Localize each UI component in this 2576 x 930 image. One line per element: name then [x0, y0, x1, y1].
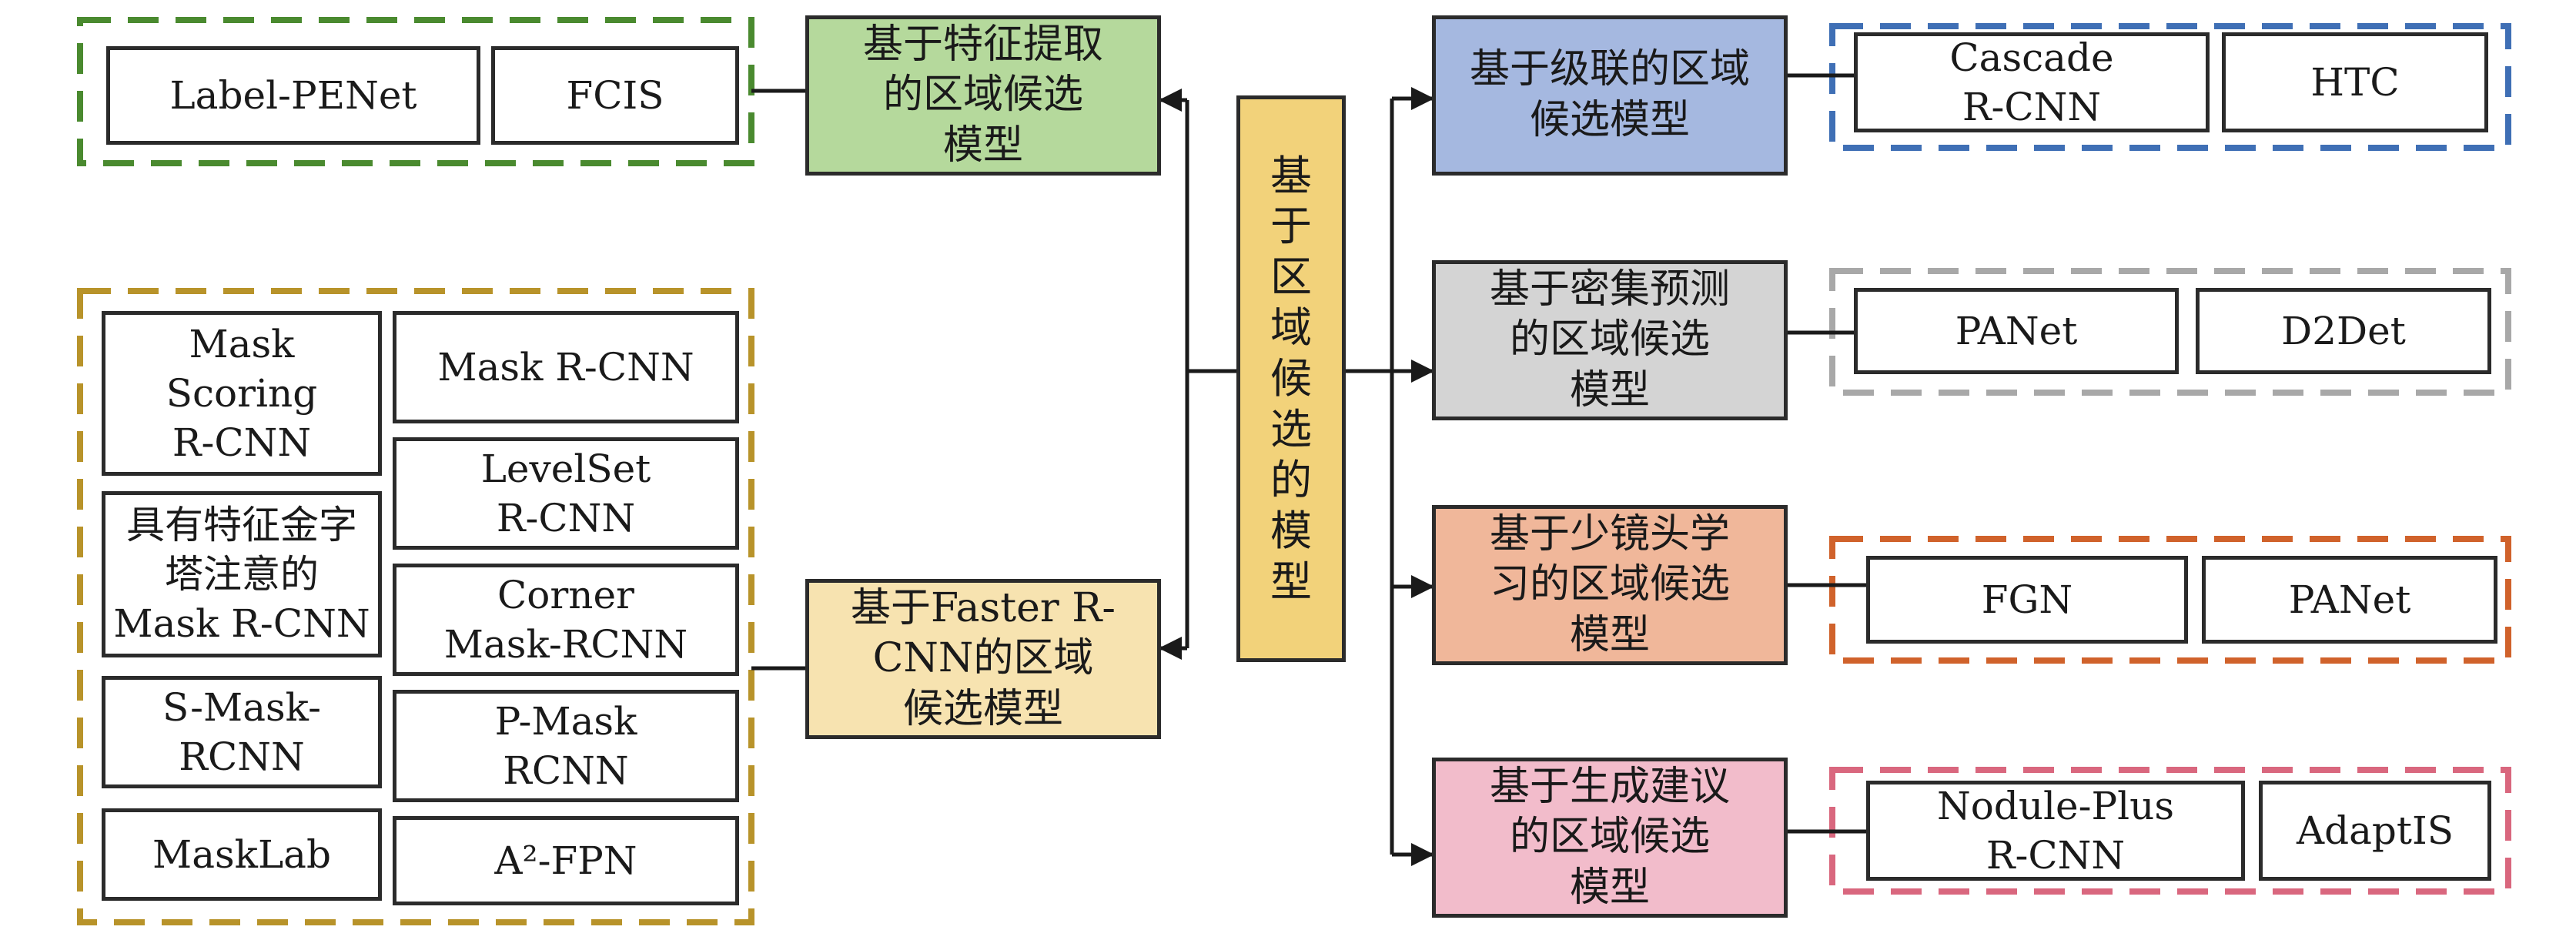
- model-cascade-rcnn: Cascade R-CNN: [1854, 32, 2210, 132]
- model-fgn: FGN: [1866, 556, 2188, 644]
- model-panet-fewshot: PANet: [2202, 556, 2497, 644]
- category-few-shot: 基于少镜头学 习的区域候选 模型: [1432, 505, 1788, 665]
- model-d2det: D2Det: [2196, 288, 2491, 374]
- model-mask-rcnn: Mask R-CNN: [393, 311, 739, 423]
- model-label-penet: Label-PENet: [106, 46, 480, 145]
- model-a2-fpn: A²-FPN: [393, 816, 739, 905]
- category-dense-prediction: 基于密集预测 的区域候选 模型: [1432, 260, 1788, 420]
- model-p-mask-rcnn: P-Mask RCNN: [393, 690, 739, 802]
- category-feature-extraction: 基于特征提取 的区域候选 模型: [805, 15, 1161, 176]
- center-node: 基 于 区 域 候 选 的 模 型: [1236, 95, 1346, 662]
- category-faster-rcnn: 基于Faster R- CNN的区域 候选模型: [805, 579, 1161, 739]
- faster-rcnn-group-box: [77, 288, 754, 925]
- model-fcis: FCIS: [491, 46, 739, 145]
- model-s-mask-rcnn: S-Mask- RCNN: [102, 676, 382, 788]
- model-mask-scoring-rcnn: Mask Scoring R-CNN: [102, 311, 382, 476]
- model-panet-dense: PANet: [1854, 288, 2179, 374]
- model-adaptis: AdaptIS: [2259, 781, 2491, 881]
- few-shot-group-box: [1829, 536, 2511, 664]
- model-masklab: MaskLab: [102, 808, 382, 901]
- model-nodule-plus-rcnn: Nodule-Plus R-CNN: [1866, 781, 2245, 881]
- model-corner-mask-rcnn: Corner Mask-RCNN: [393, 564, 739, 676]
- category-proposal-generation: 基于生成建议 的区域候选 模型: [1432, 758, 1788, 918]
- model-htc: HTC: [2222, 32, 2488, 132]
- category-cascade: 基于级联的区域 候选模型: [1432, 15, 1788, 176]
- cascade-group-box: [1829, 23, 2511, 151]
- model-levelset-rcnn: LevelSet R-CNN: [393, 437, 739, 550]
- model-fpn-attention-mask-rcnn: 具有特征金字 塔注意的 Mask R-CNN: [102, 491, 382, 657]
